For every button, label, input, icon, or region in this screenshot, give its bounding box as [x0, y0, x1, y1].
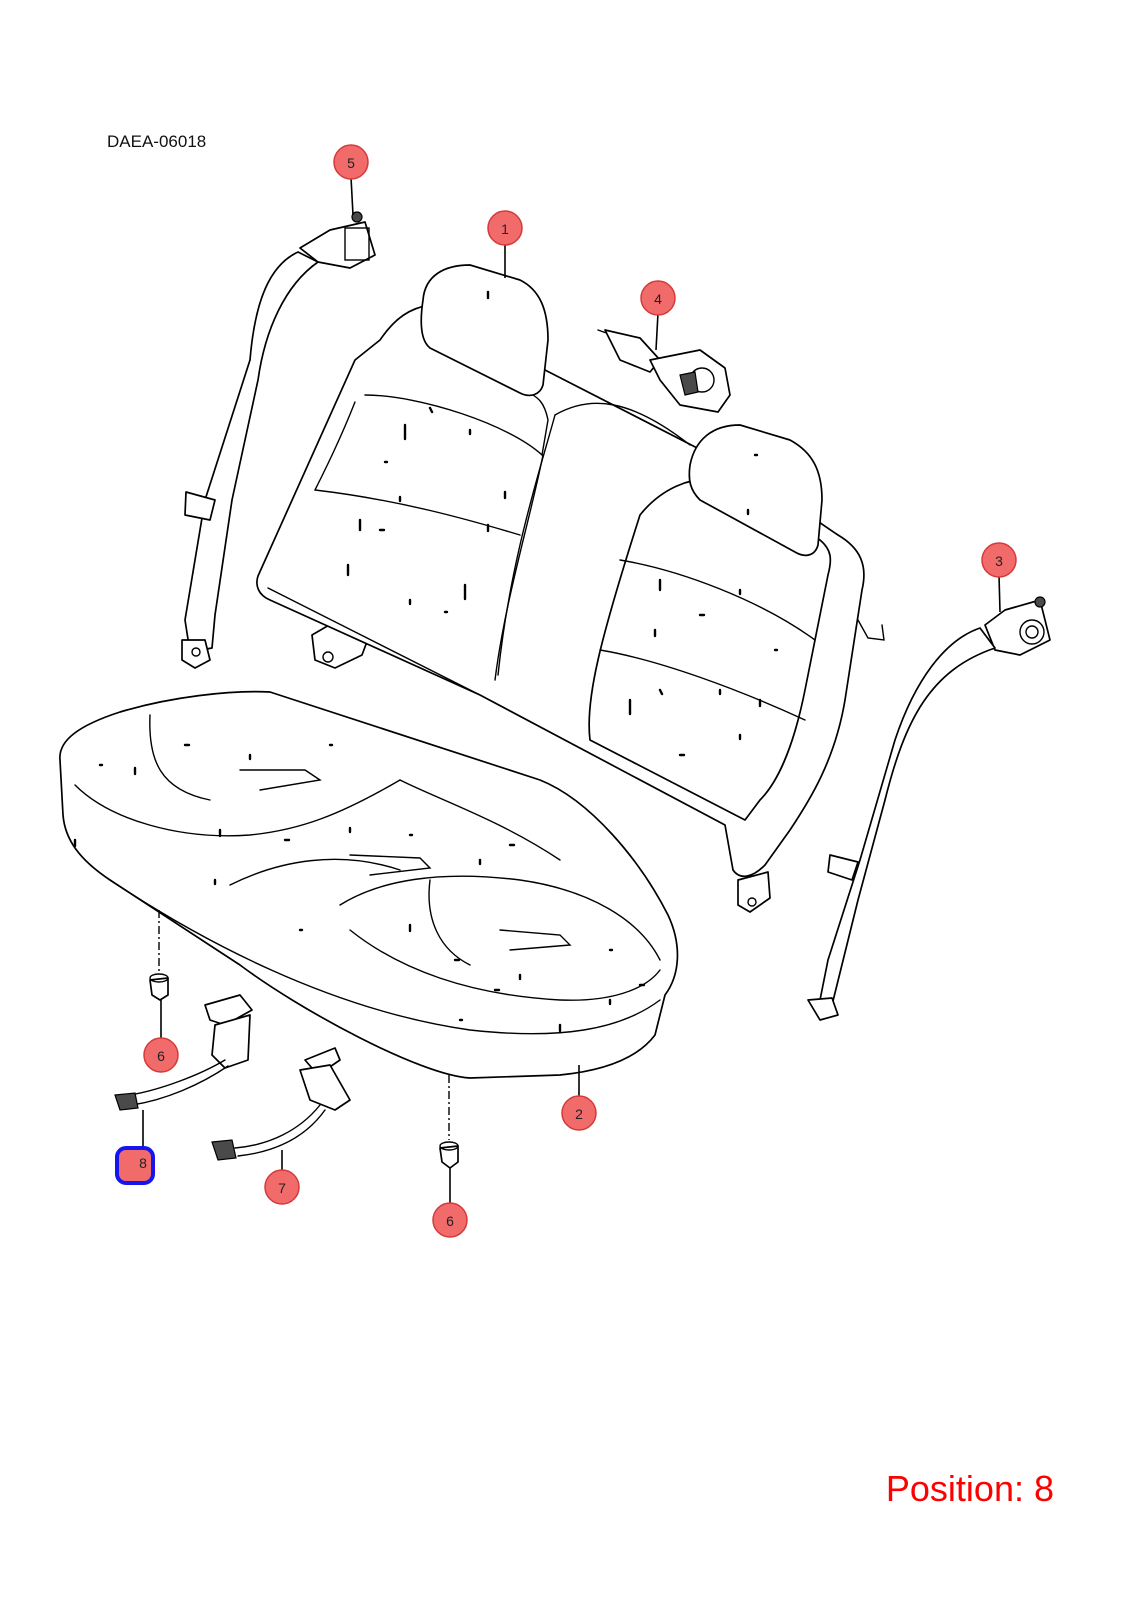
diagram-code: DAEA-06018 — [107, 132, 207, 151]
callout-7[interactable]: 7 — [264, 1169, 300, 1205]
position-label: Position: 8 — [885, 1468, 1054, 1509]
right-seat-belt-assembly[interactable] — [807, 596, 1051, 1021]
callout-6-left[interactable]: 6 — [143, 1037, 179, 1073]
callout-6-center[interactable]: 6 — [432, 1202, 468, 1238]
rear-seat-cushion[interactable] — [59, 690, 679, 1079]
callout-2[interactable]: 2 — [561, 1095, 597, 1131]
callout-3[interactable]: 3 — [981, 542, 1017, 578]
left-belt-buckle[interactable] — [114, 994, 253, 1111]
center-belt-buckle[interactable] — [211, 1047, 351, 1161]
callout-5[interactable]: 5 — [333, 144, 369, 180]
clip-left[interactable] — [149, 973, 169, 1001]
rear-seat-back[interactable] — [256, 264, 885, 913]
callout-8-selected[interactable]: 8 — [115, 1146, 155, 1185]
center-seat-belt-retractor[interactable] — [597, 329, 731, 413]
clip-center[interactable] — [439, 1141, 459, 1169]
callout-1[interactable]: 1 — [487, 210, 523, 246]
left-seat-belt-assembly[interactable] — [181, 211, 376, 669]
callout-4[interactable]: 4 — [640, 280, 676, 316]
